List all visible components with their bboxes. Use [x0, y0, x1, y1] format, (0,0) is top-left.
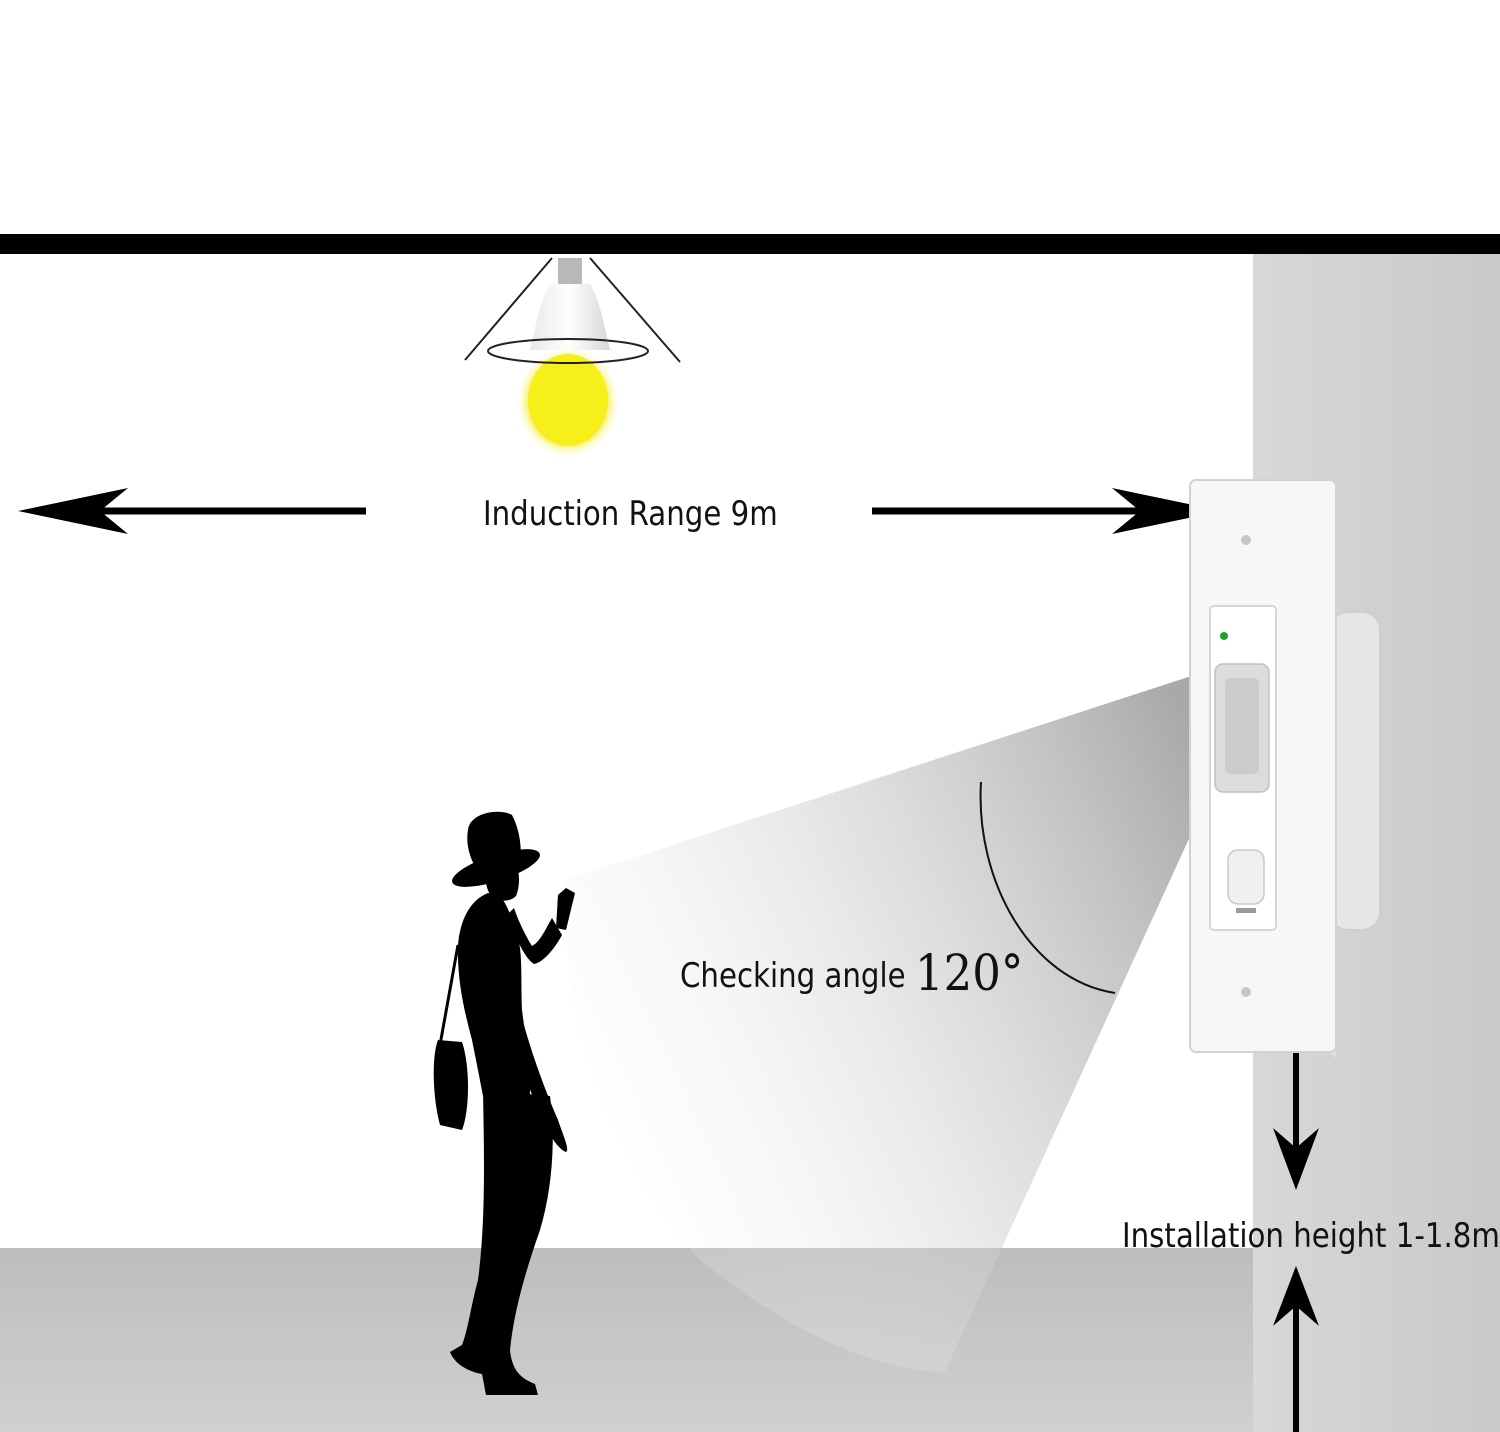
checking-angle-label: Checking angle	[680, 956, 906, 996]
switch-button	[1227, 849, 1265, 905]
angle-value-label: 120°	[915, 944, 1024, 1002]
legs	[450, 1090, 553, 1395]
bulb-cone-right	[589, 257, 681, 363]
ceiling-line	[0, 234, 1500, 254]
person-silhouette	[433, 811, 575, 1395]
bulb-socket	[558, 258, 582, 286]
head	[485, 862, 519, 901]
installation-height-label: Installation height 1-1.8m	[1122, 1216, 1500, 1256]
light-bulb-icon	[464, 257, 681, 458]
phone	[556, 888, 575, 930]
induction-range-label: Induction Range 9m	[483, 494, 778, 534]
height-arrow-down	[1273, 1050, 1319, 1190]
plate-screw-bottom	[1241, 987, 1251, 997]
bag-strap	[438, 944, 460, 1046]
angle-arc	[979, 781, 1116, 994]
switch-backbox	[1329, 611, 1381, 931]
arm-back	[512, 1010, 568, 1152]
torso	[457, 893, 530, 1096]
sensor-lens-inner	[1225, 678, 1259, 774]
plate-screw-top	[1241, 535, 1251, 545]
detection-beam	[564, 665, 1225, 1372]
hat-crown	[467, 811, 521, 868]
bag	[433, 1040, 468, 1130]
bulb-ring	[487, 338, 649, 364]
indicator-led	[1220, 632, 1228, 640]
range-arrow-right	[872, 488, 1222, 534]
motion-sensor-switch	[1189, 479, 1381, 1058]
range-arrow-left	[18, 488, 366, 534]
switch-button-mark	[1236, 908, 1256, 913]
bulb-body	[530, 284, 610, 350]
floor	[0, 1248, 1253, 1432]
arm-front	[506, 908, 562, 964]
bulb-glow-core	[528, 354, 608, 446]
bulb-cone-left	[464, 257, 553, 361]
height-arrow-up	[1273, 1266, 1319, 1432]
